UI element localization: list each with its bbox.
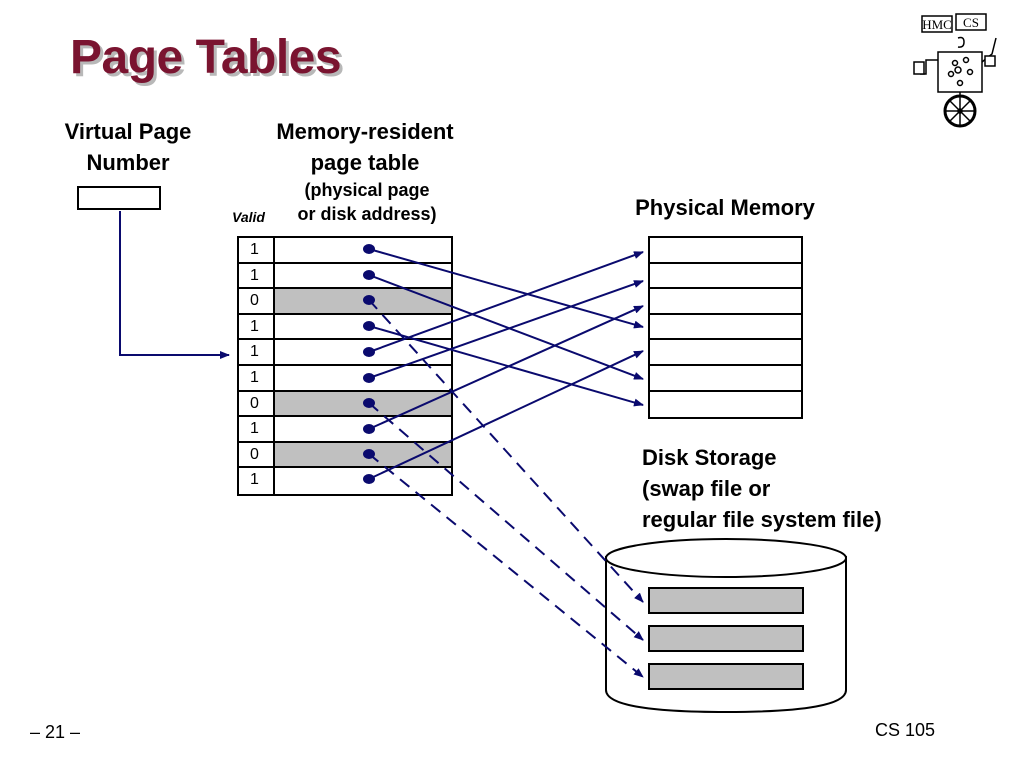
page-table-sublabel-line1: (physical page	[304, 180, 430, 200]
page-table-label-line2: page table	[310, 150, 420, 175]
vpn-box	[77, 186, 161, 210]
physical-page	[650, 315, 801, 341]
page-number: – 21 –	[30, 722, 81, 742]
disk-label-line3: regular file system file)	[642, 507, 882, 532]
physical-page	[650, 340, 801, 366]
page-table-row: 0	[239, 289, 451, 315]
page-title: Page Tables	[70, 31, 342, 84]
physical-page	[650, 264, 801, 290]
vpn-label: Virtual Page Number	[50, 116, 206, 178]
physical-memory	[648, 236, 803, 420]
entry-dot	[363, 373, 375, 383]
mapping-arrow	[368, 274, 644, 380]
mapping-arrow	[368, 350, 644, 480]
logo-text-cs: CS	[963, 15, 979, 30]
page-table-row: 1	[239, 365, 451, 392]
disk-label-line1: Disk Storage	[642, 445, 777, 470]
entry-dot	[363, 270, 375, 280]
entry-dot	[363, 347, 375, 357]
page-table-row: 1	[239, 340, 451, 366]
page-table-entry	[275, 391, 451, 416]
physical-page	[650, 366, 801, 392]
disk-block	[648, 625, 804, 652]
page-table-row: 1	[239, 263, 451, 290]
physical-page	[650, 289, 801, 315]
valid-bit: 0	[239, 289, 275, 313]
mapping-arrow	[368, 305, 644, 430]
mapping-arrow	[368, 280, 644, 379]
mapping-arrow	[368, 248, 644, 329]
disk-block	[648, 663, 804, 690]
disk-mapping-arrow	[368, 299, 644, 603]
valid-column-label: Valid	[232, 209, 265, 225]
vpn-label-line1: Virtual Page	[64, 119, 192, 144]
page-table-entry	[275, 289, 451, 313]
mapping-arrow	[368, 325, 644, 407]
page-table-row: 1	[239, 468, 451, 494]
course-label: CS 105	[875, 720, 936, 740]
page-table-label: Memory-resident page table	[255, 116, 475, 178]
disk-mapping-arrow	[368, 453, 644, 678]
entry-dot	[363, 424, 375, 434]
page-table-sublabel: (physical page or disk address)	[272, 178, 462, 226]
physical-memory-label: Physical Memory	[635, 195, 815, 220]
hmc-cs-logo-icon: HMC CS	[913, 13, 997, 128]
valid-bit: 0	[239, 391, 275, 416]
page-table-row: 1	[239, 314, 451, 341]
entry-dot	[363, 474, 375, 484]
valid-bit: 0	[239, 442, 275, 467]
page-table-row: 0	[239, 391, 451, 418]
disk-label-line2: (swap file or	[642, 476, 771, 501]
valid-bit: 1	[239, 417, 275, 441]
valid-bit: 1	[239, 263, 275, 288]
vpn-label-line2: Number	[86, 150, 170, 175]
disk-block	[648, 587, 804, 614]
page-table-row: 1	[239, 417, 451, 443]
page-table-sublabel-line2: or disk address)	[297, 204, 437, 224]
entry-dot	[363, 244, 375, 254]
page-table-row: 1	[239, 238, 451, 264]
physical-page	[650, 238, 801, 264]
entry-dot	[363, 321, 375, 331]
disk-mapping-arrow	[368, 402, 644, 641]
valid-bit: 1	[239, 468, 275, 494]
entry-dot	[363, 295, 375, 305]
entry-dot	[363, 449, 375, 459]
valid-bit: 1	[239, 314, 275, 339]
mapping-arrow	[368, 251, 644, 353]
entry-dot	[363, 398, 375, 408]
logo-text-hmc: HMC	[922, 17, 952, 32]
valid-bit: 1	[239, 340, 275, 364]
valid-bit: 1	[239, 365, 275, 390]
vpn-index-arrow	[119, 211, 230, 359]
disk-storage-label: Disk Storage (swap file or regular file …	[642, 442, 882, 535]
valid-bit: 1	[239, 238, 275, 262]
page-table-label-line1: Memory-resident	[276, 119, 454, 144]
